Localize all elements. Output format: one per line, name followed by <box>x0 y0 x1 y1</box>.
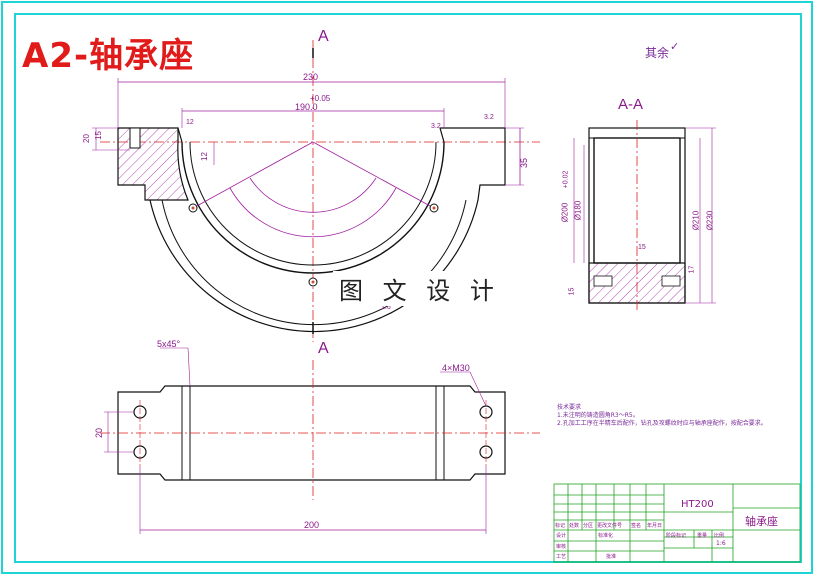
tb-design: 设计 <box>556 533 567 539</box>
tb-label-4: 签名 <box>631 523 642 529</box>
rough-32-b: 3.2 <box>484 114 494 121</box>
tb-label-5: 年月日 <box>647 523 663 529</box>
tb-approve: 批准 <box>606 554 617 560</box>
thread-label: 4×M30 <box>442 363 470 373</box>
dim-190: 190.0 <box>295 102 318 112</box>
tb-label-2: 分区 <box>583 523 594 529</box>
tb-label-3: 更改文件号 <box>597 523 623 529</box>
tech-notes-line2: 2.孔加工工序在半精车后配作，钻孔及攻螺纹时应与轴承座配作，按配合要求。 <box>557 420 767 427</box>
dim-d180: Ø180 <box>573 200 583 221</box>
rough-16: 1.6 <box>381 304 391 311</box>
tb-standard: 标准化 <box>598 533 614 539</box>
title-block-grid <box>553 483 801 563</box>
section-view-label: A-A <box>618 96 644 113</box>
tech-notes-heading: 技术要求 <box>557 404 582 411</box>
dim-tol: +0.05 <box>310 94 331 103</box>
section-view <box>573 120 716 310</box>
section-mark-top: A <box>318 28 329 45</box>
top-view <box>100 347 540 534</box>
tb-stage-0: 阶段标记 <box>666 533 687 539</box>
dim-15-left: 15 <box>93 131 103 140</box>
front-view <box>92 40 540 342</box>
tb-review: 审核 <box>556 544 567 550</box>
tb-label-0: 标记 <box>555 523 566 529</box>
dim-20-top: 20 <box>94 427 105 439</box>
watermark: 图 文 设 计 <box>333 271 506 306</box>
tb-scale: 1:6 <box>716 540 726 547</box>
dim-d200: Ø200 <box>560 202 570 223</box>
dim-230: 230 <box>303 72 319 82</box>
section-mark-bottom: A <box>318 340 329 357</box>
tb-process: 工艺 <box>556 554 567 560</box>
roughness-symbol: ✓ <box>670 41 680 53</box>
roughness-note: 其余 <box>645 46 670 60</box>
tb-label-1: 处数 <box>569 523 580 529</box>
inner-border <box>14 13 802 563</box>
dim-d210: Ø210 <box>691 210 701 231</box>
dim-35: 35 <box>519 157 530 169</box>
dim-bottom-section: 15 <box>568 287 576 296</box>
rough-12: 12 <box>186 119 194 126</box>
dim-15-section: 15 <box>638 244 646 251</box>
tech-notes-line1: 1.未注明的铸造圆角R3～R5。 <box>557 412 639 419</box>
rough-32-a: 3.2 <box>431 123 441 130</box>
dim-200: 200 <box>304 520 320 530</box>
dim-tol-200: +0.02 <box>562 170 570 189</box>
material-label: HT200 <box>681 499 714 510</box>
dim-12: 12 <box>199 152 209 161</box>
dim-d230: Ø230 <box>705 210 715 231</box>
drawing-title: A2-轴承座 <box>22 36 195 76</box>
tb-stage-2: 比例 <box>714 533 725 539</box>
dim-20-left: 20 <box>81 134 91 143</box>
tb-stage-1: 重量 <box>697 533 708 539</box>
dim-17-section: 17 <box>688 265 696 274</box>
chamfer-label: 5x45° <box>157 339 181 349</box>
part-name: 轴承座 <box>745 515 778 528</box>
